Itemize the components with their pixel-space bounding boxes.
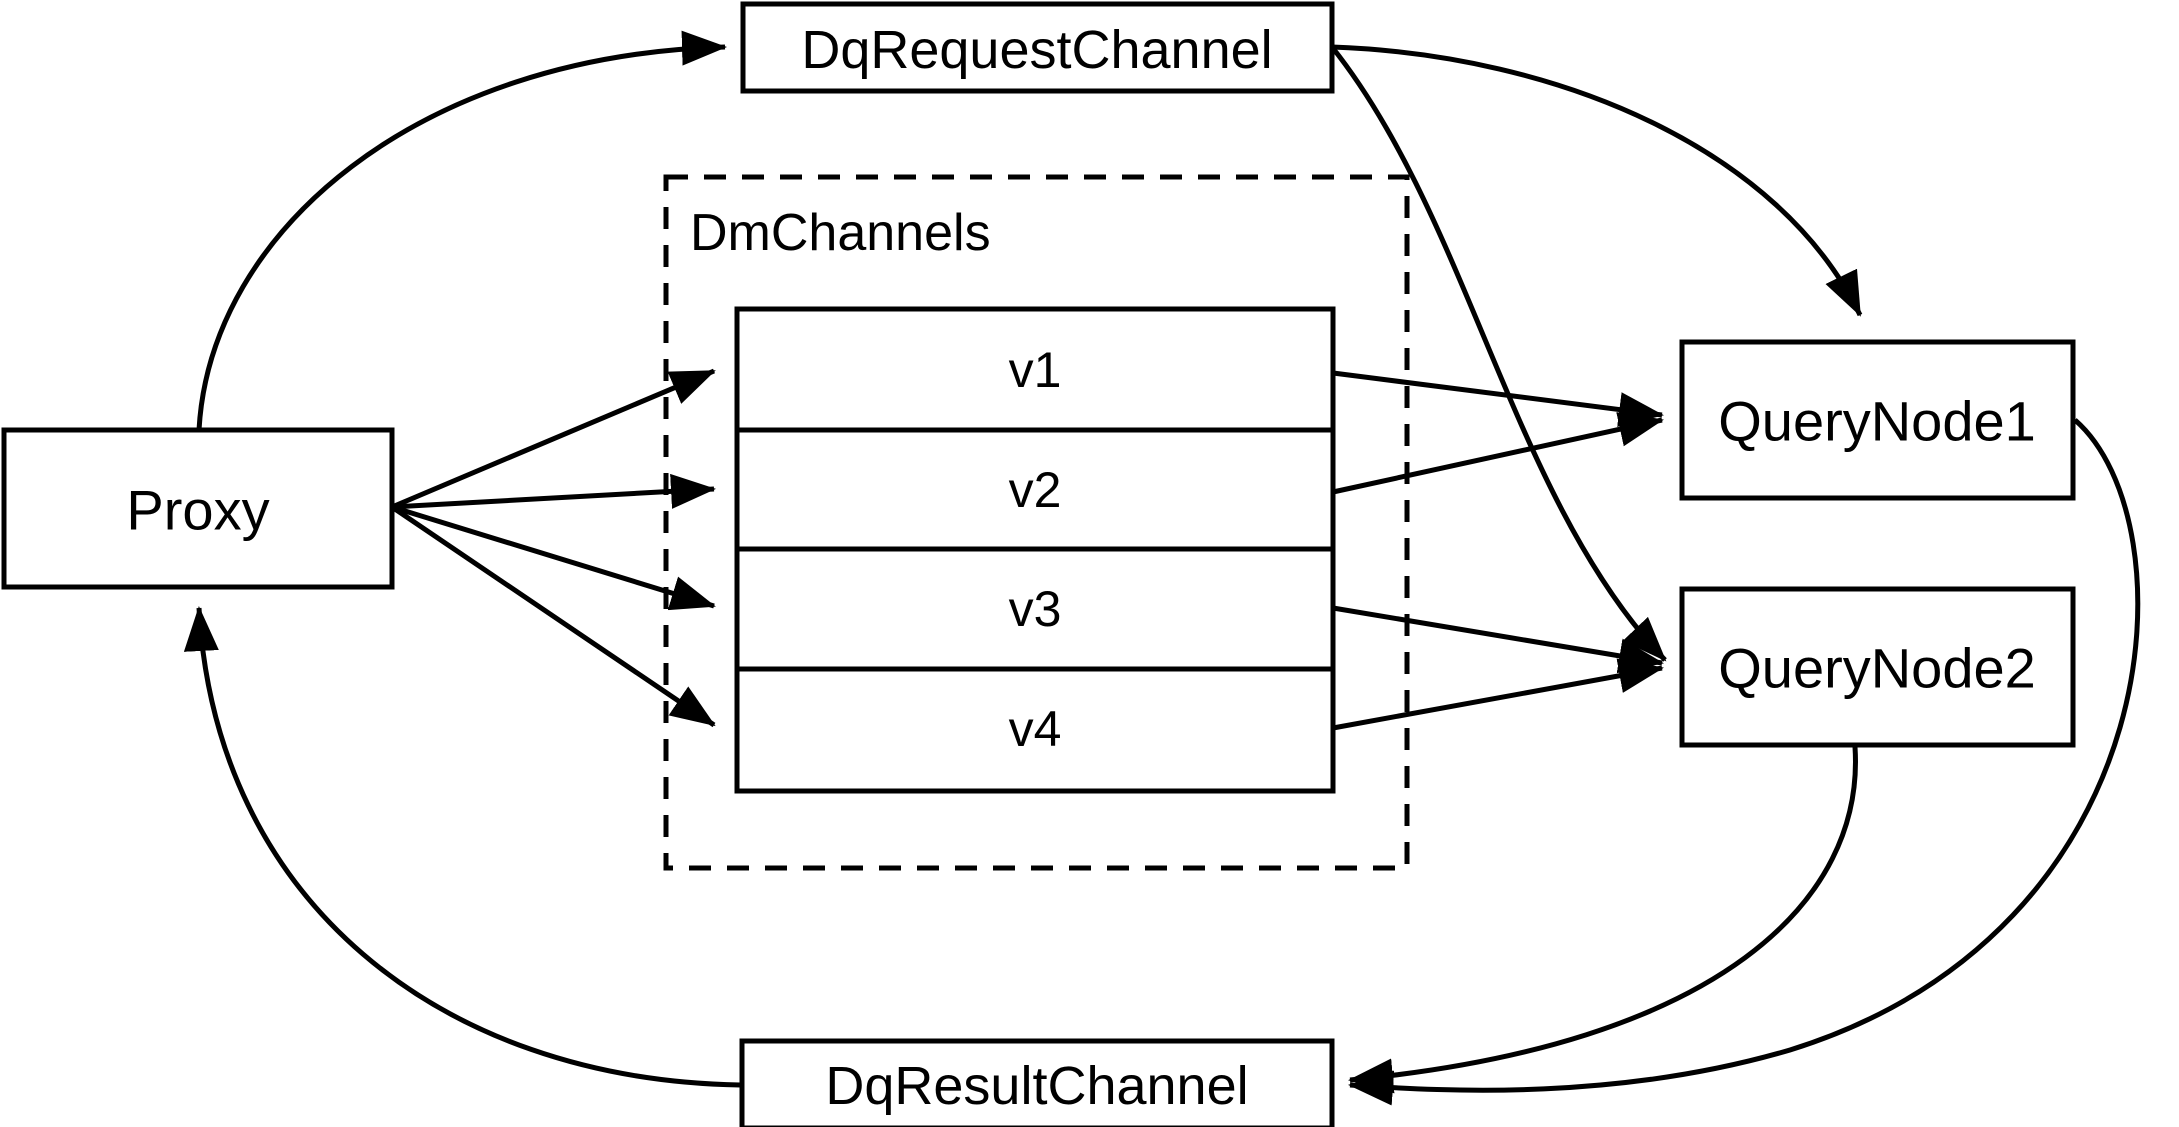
edge-dqrequestchannel-to-querynode2 <box>1330 45 1667 662</box>
edge-proxy-to-v3 <box>391 504 716 611</box>
edge-v4-to-querynode2 <box>1332 658 1664 731</box>
node-query-node-2[interactable] <box>1679 586 2076 748</box>
edge-dqrequestchannel-to-querynode1 <box>1331 44 1863 317</box>
edge-proxy-to-dqrequestchannel <box>196 30 727 431</box>
edge-v1-to-querynode1 <box>1332 370 1664 427</box>
node-dq-request-channel[interactable] <box>740 1 1335 94</box>
vchannel-item-v4[interactable]: v4 <box>1009 701 1062 757</box>
node-query-node-1-label: QueryNode1 <box>1718 390 2036 453</box>
edge-proxy-to-v4 <box>390 504 716 728</box>
edge-dqresultchannel-to-proxy <box>183 606 741 1088</box>
edge-querynode1-to-dqresultchannel <box>1348 418 2141 1106</box>
edge-proxy-to-v2 <box>391 473 716 510</box>
vchannel-item-v1[interactable]: v1 <box>1009 342 1062 398</box>
edge-v3-to-querynode2 <box>1332 605 1664 674</box>
vchannel-item-v3[interactable]: v3 <box>1009 581 1062 637</box>
node-proxy-label: Proxy <box>126 479 269 542</box>
node-query-node-1[interactable] <box>1679 339 2076 501</box>
node-proxy[interactable] <box>1 427 395 590</box>
node-query-node-2-label: QueryNode2 <box>1718 637 2036 700</box>
edge-v2-to-querynode1 <box>1332 412 1664 495</box>
node-dq-request-channel-label: DqRequestChannel <box>801 20 1272 80</box>
node-dq-result-channel-label: DqResultChannel <box>825 1056 1248 1116</box>
edge-querynode2-to-dqresultchannel <box>1348 746 1858 1094</box>
edge-proxy-to-v1 <box>391 368 716 510</box>
node-dq-result-channel[interactable] <box>739 1038 1335 1127</box>
dmchannels-group-title: DmChannels <box>690 204 991 262</box>
dmchannels-group <box>663 174 1410 871</box>
vchannel-item-v2[interactable]: v2 <box>1009 462 1062 518</box>
